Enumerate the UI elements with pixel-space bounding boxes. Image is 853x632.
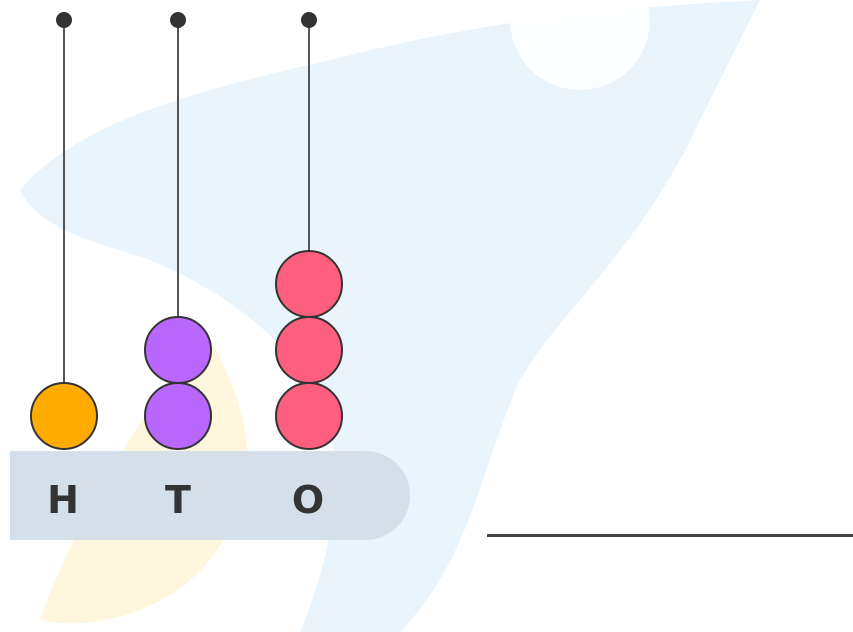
column-label-hundreds: H (47, 478, 79, 522)
abacus-base (10, 451, 410, 540)
bead-hundreds (30, 382, 98, 450)
rod-cap-tens (170, 12, 186, 28)
bead-ones (275, 382, 343, 450)
rod-cap-hundreds (56, 12, 72, 28)
bead-tens (144, 316, 212, 384)
watermark-rocket (20, 0, 760, 632)
bead-ones (275, 316, 343, 384)
column-label-ones: O (291, 478, 325, 522)
bead-ones (275, 250, 343, 318)
bead-tens (144, 382, 212, 450)
rod-cap-ones (301, 12, 317, 28)
watermark-window (510, 0, 650, 90)
column-label-tens: T (165, 478, 191, 522)
answer-line[interactable] (487, 534, 853, 537)
